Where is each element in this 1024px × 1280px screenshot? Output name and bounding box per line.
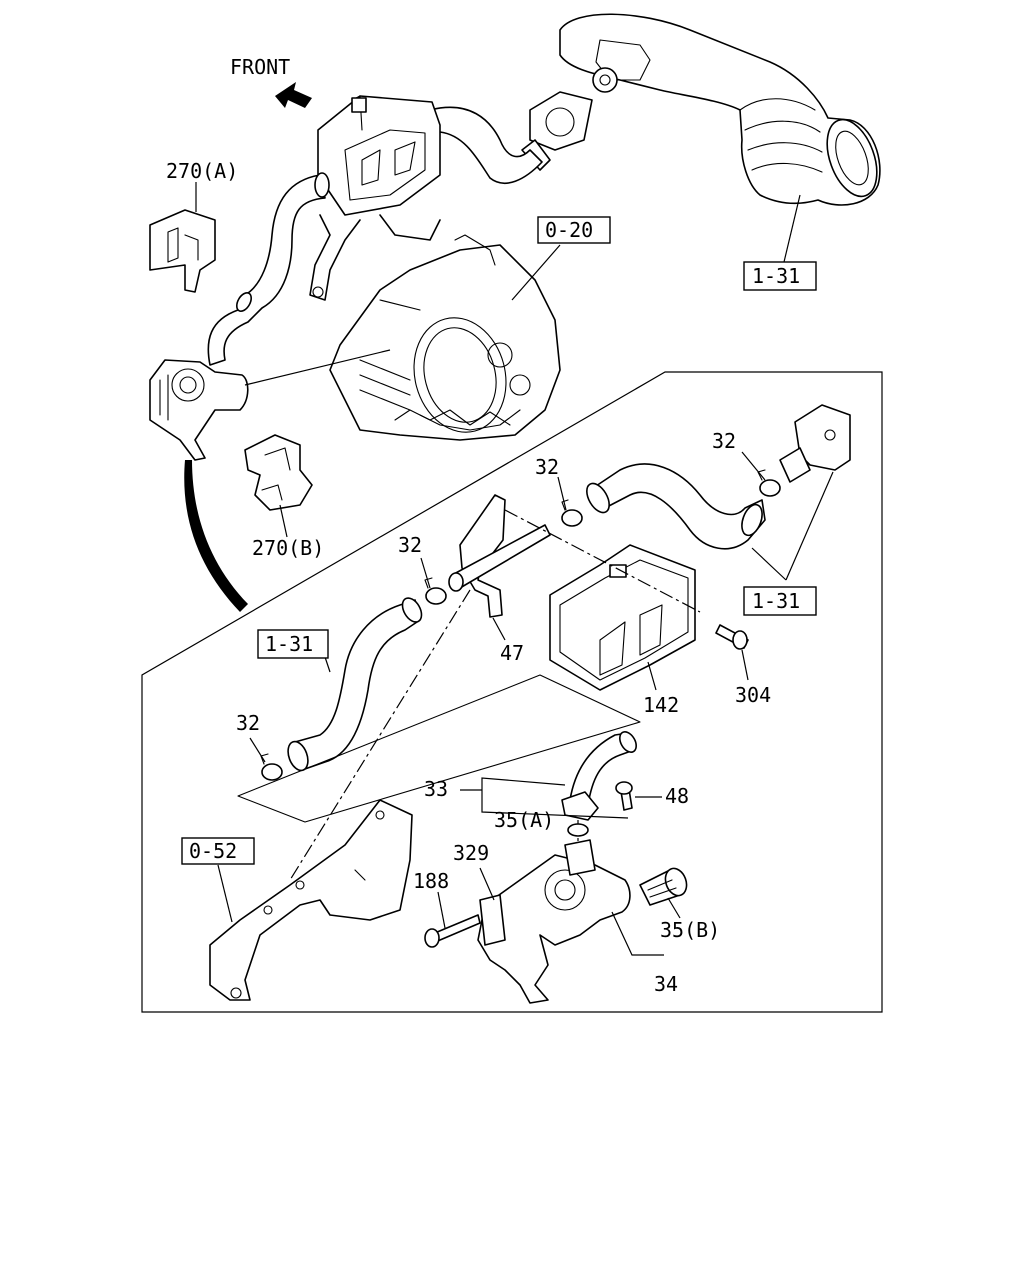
label-32-right: 32 xyxy=(712,429,736,453)
label-0-52: 0-52 xyxy=(189,839,237,863)
label-35a: 35(A) xyxy=(494,808,554,832)
bolt-48 xyxy=(615,781,633,811)
thermostat-housing xyxy=(779,404,851,483)
label-33: 33 xyxy=(424,777,448,801)
front-arrow-icon xyxy=(275,82,312,108)
label-32-mid: 32 xyxy=(535,455,559,479)
bolt-304 xyxy=(715,624,749,650)
label-304: 304 xyxy=(735,683,771,707)
label-34: 34 xyxy=(654,972,678,996)
clamp-32-right xyxy=(757,469,781,497)
detail-arrow-icon xyxy=(184,460,248,612)
label-188: 188 xyxy=(413,869,449,893)
detail-frame xyxy=(141,371,883,1013)
clamp-32-lower xyxy=(260,753,283,781)
pipe-33 xyxy=(561,731,637,837)
label-1-31-left: 1-31 xyxy=(265,632,313,656)
left-hose xyxy=(294,599,421,771)
upper-hose xyxy=(429,106,543,184)
labels: 270(A) 270(B) 0-20 1-31 1-31 1-31 32 32 … xyxy=(166,159,817,996)
label-270b: 270(B) xyxy=(252,536,324,560)
label-142: 142 xyxy=(643,693,679,717)
fitting-35b xyxy=(639,867,688,906)
right-hose xyxy=(589,463,766,550)
label-47: 47 xyxy=(500,641,524,665)
exploded-detail xyxy=(209,404,851,1004)
cover-270a xyxy=(149,209,216,293)
front-indicator: FRONT xyxy=(230,55,312,108)
label-329: 329 xyxy=(453,841,489,865)
mounting-plane xyxy=(237,674,641,823)
bracket-052 xyxy=(209,799,413,1001)
bracket-47 xyxy=(448,494,551,618)
clamp-32-left xyxy=(424,577,447,605)
label-32-lower: 32 xyxy=(236,711,260,735)
upper-leaders xyxy=(195,182,801,538)
upper-assembly xyxy=(149,13,881,612)
intake-duct xyxy=(559,13,881,206)
front-label: FRONT xyxy=(230,55,290,79)
label-1-31-right: 1-31 xyxy=(752,589,800,613)
label-270a: 270(A) xyxy=(166,159,238,183)
label-48: 48 xyxy=(665,784,689,808)
bolt-188 xyxy=(424,914,481,948)
label-35b: 35(B) xyxy=(660,918,720,942)
label-32-left: 32 xyxy=(398,533,422,557)
left-hose-upper xyxy=(207,174,326,366)
water-pump-34 xyxy=(477,839,631,1004)
label-0-20: 0-20 xyxy=(545,218,593,242)
clamp-32-mid xyxy=(561,499,583,527)
flywheel-housing xyxy=(329,234,561,441)
clamp-270b xyxy=(244,434,313,511)
water-pump-upper xyxy=(149,359,249,461)
heat-shield-upper xyxy=(317,95,441,216)
detail-leaders xyxy=(217,451,834,956)
label-1-31-top: 1-31 xyxy=(752,264,800,288)
heat-shield-142 xyxy=(549,544,696,691)
